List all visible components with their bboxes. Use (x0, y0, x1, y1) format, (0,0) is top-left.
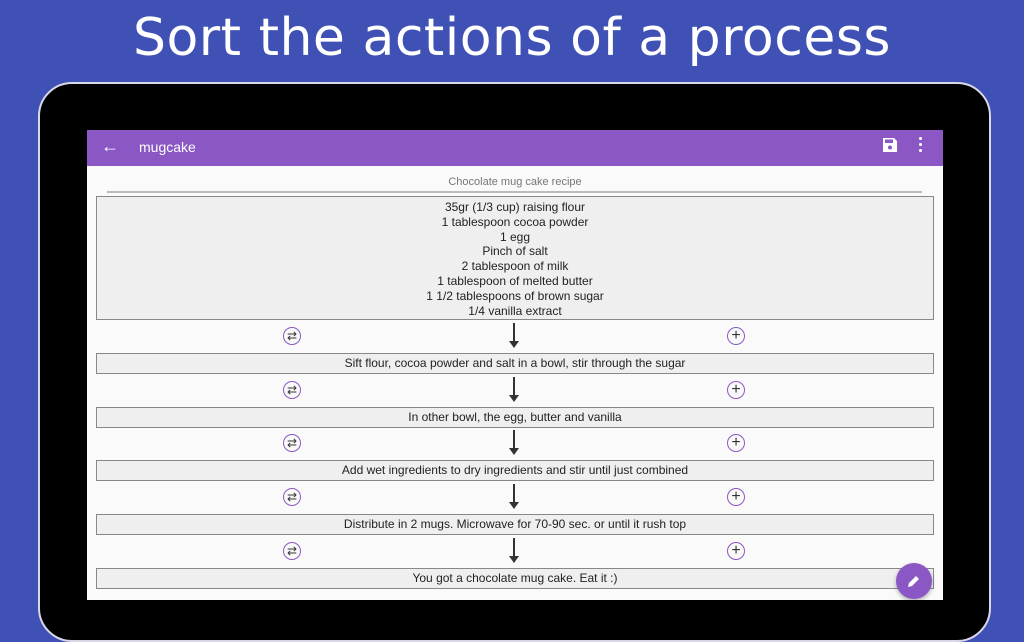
more-vert-icon[interactable] (919, 137, 923, 155)
pencil-icon (908, 576, 919, 587)
step-box[interactable]: You got a chocolate mug cake. Eat it :) (96, 568, 934, 589)
arrow-down-icon (509, 538, 519, 563)
shuffle-icon[interactable]: ⇄ (283, 381, 301, 399)
headline: Sort the actions of a process (132, 8, 892, 68)
app-screen: ← mugcake Chocolate mug cake recipe 35gr… (87, 130, 943, 600)
step-box[interactable]: Add wet ingredients to dry ingredients a… (96, 460, 934, 481)
arrow-down-icon (509, 430, 519, 455)
ingredient-line: 35gr (1/3 cup) raising flour (444, 200, 586, 214)
recipe-title: Chocolate mug cake recipe (448, 176, 582, 188)
save-icon[interactable] (883, 138, 897, 152)
ingredient-line: 1 egg (499, 229, 531, 244)
arrow-down-icon (509, 484, 519, 509)
app-bar: ← mugcake (87, 130, 943, 166)
divider (107, 191, 922, 193)
shuffle-icon[interactable]: ⇄ (283, 327, 301, 345)
step-box[interactable]: Distribute in 2 mugs. Microwave for 70-9… (96, 514, 934, 535)
edit-fab[interactable] (896, 563, 932, 599)
shuffle-icon[interactable]: ⇄ (283, 434, 301, 452)
ingredient-line: 1 1/2 tablespoons of brown sugar (426, 288, 604, 303)
arrow-down-icon (509, 377, 519, 402)
ingredient-line: 1/4 vanilla extract (468, 303, 562, 318)
arrow-left-icon[interactable]: ← (101, 136, 119, 156)
step-box[interactable]: In other bowl, the egg, butter and vanil… (96, 407, 934, 428)
add-step-icon[interactable]: + (727, 542, 745, 560)
ingredient-line: Pinch of salt (482, 244, 548, 259)
step-box[interactable]: Sift flour, cocoa powder and salt in a b… (96, 353, 934, 374)
add-step-icon[interactable]: + (727, 327, 745, 345)
add-step-icon[interactable]: + (727, 381, 745, 399)
arrow-down-icon (509, 323, 519, 348)
shuffle-icon[interactable]: ⇄ (283, 488, 301, 506)
shuffle-icon[interactable]: ⇄ (283, 542, 301, 560)
app-title: mugcake (139, 139, 196, 155)
ingredient-line: 2 tablespoon of milk (461, 259, 569, 274)
add-step-icon[interactable]: + (727, 434, 745, 452)
add-step-icon[interactable]: + (727, 488, 745, 506)
ingredient-line: 1 tablespoon cocoa powder (441, 214, 589, 229)
ingredient-line: 1 tablespoon of melted butter (437, 273, 593, 288)
